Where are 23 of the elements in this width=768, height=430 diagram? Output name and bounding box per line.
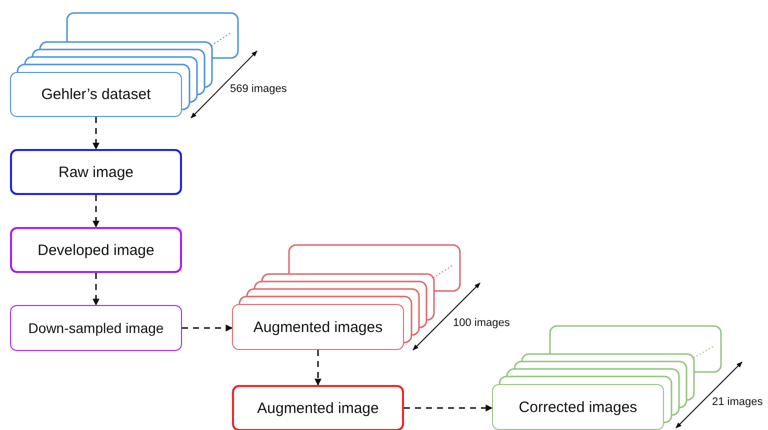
box-label: Gehler’s dataset: [41, 86, 151, 103]
box-label: Down-sampled image: [28, 320, 164, 336]
box-label: Augmented images: [253, 318, 383, 336]
box-label: Developed image: [38, 242, 154, 258]
process-box: [10, 305, 182, 351]
box-label: Raw image: [58, 164, 134, 180]
count-label: 21 images: [712, 396, 763, 408]
box-label: Augmented image: [257, 400, 379, 416]
arrow: [182, 324, 233, 332]
count-label: 100 images: [453, 317, 510, 329]
arrow: [92, 195, 100, 228]
process-box: [232, 385, 404, 430]
arrow: [92, 273, 100, 306]
process-box: [10, 227, 182, 273]
process-box: [492, 384, 664, 430]
arrow: [314, 350, 322, 386]
arrow: [404, 404, 493, 412]
arrow: [92, 117, 100, 150]
process-box: [10, 149, 182, 195]
box-label: Corrected images: [518, 398, 638, 416]
count-label: 569 images: [230, 83, 287, 95]
process-box: [232, 304, 404, 350]
process-box: [10, 72, 182, 117]
